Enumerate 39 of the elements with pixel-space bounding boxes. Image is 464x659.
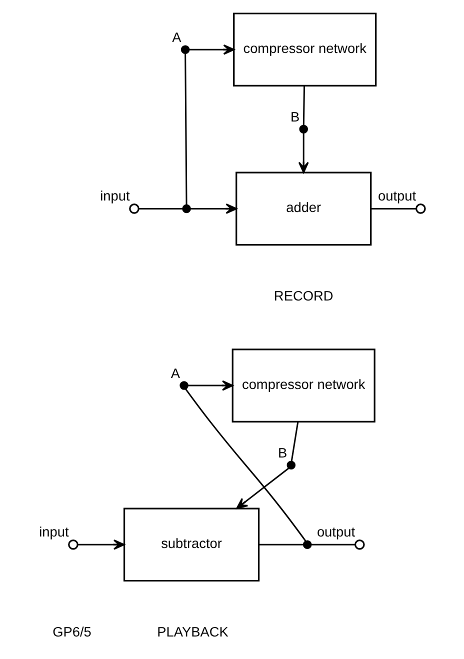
connector bbox=[258, 544, 304, 546]
node-box: compressor network bbox=[232, 348, 376, 422]
node-label: input bbox=[100, 188, 130, 204]
node-box: subtractor bbox=[123, 508, 260, 582]
label: GP6/5 bbox=[52, 624, 92, 640]
connector bbox=[138, 208, 183, 210]
node-point bbox=[180, 381, 188, 390]
arrow bbox=[236, 468, 290, 509]
label: PLAYBACK bbox=[157, 624, 228, 640]
node-box: adder bbox=[236, 172, 372, 246]
node-label: output bbox=[316, 524, 356, 540]
connector bbox=[185, 388, 306, 542]
node-label: A bbox=[172, 30, 182, 46]
connector bbox=[371, 208, 416, 210]
node-label: B bbox=[290, 110, 300, 125]
arrow bbox=[78, 539, 125, 550]
node-point bbox=[286, 460, 296, 470]
node-point bbox=[302, 540, 312, 550]
node-circle bbox=[354, 539, 365, 550]
arrow bbox=[190, 203, 238, 214]
node-label: input bbox=[39, 524, 69, 540]
node-circle bbox=[129, 204, 140, 214]
node-circle bbox=[68, 539, 78, 550]
connector bbox=[311, 544, 356, 546]
arrow bbox=[189, 44, 235, 55]
arrow bbox=[298, 132, 309, 174]
node-label: A bbox=[170, 366, 180, 381]
connector bbox=[302, 86, 306, 126]
node-box: compressor network bbox=[233, 12, 377, 87]
node-point bbox=[182, 204, 191, 214]
node-point bbox=[299, 124, 308, 134]
label: RECORD bbox=[274, 288, 334, 304]
node-point bbox=[180, 45, 190, 54]
node-label: B bbox=[278, 446, 288, 461]
connector bbox=[184, 54, 188, 205]
node-label: output bbox=[378, 188, 416, 204]
connector bbox=[290, 422, 299, 462]
node-circle bbox=[416, 204, 426, 214]
arrow bbox=[188, 380, 234, 391]
